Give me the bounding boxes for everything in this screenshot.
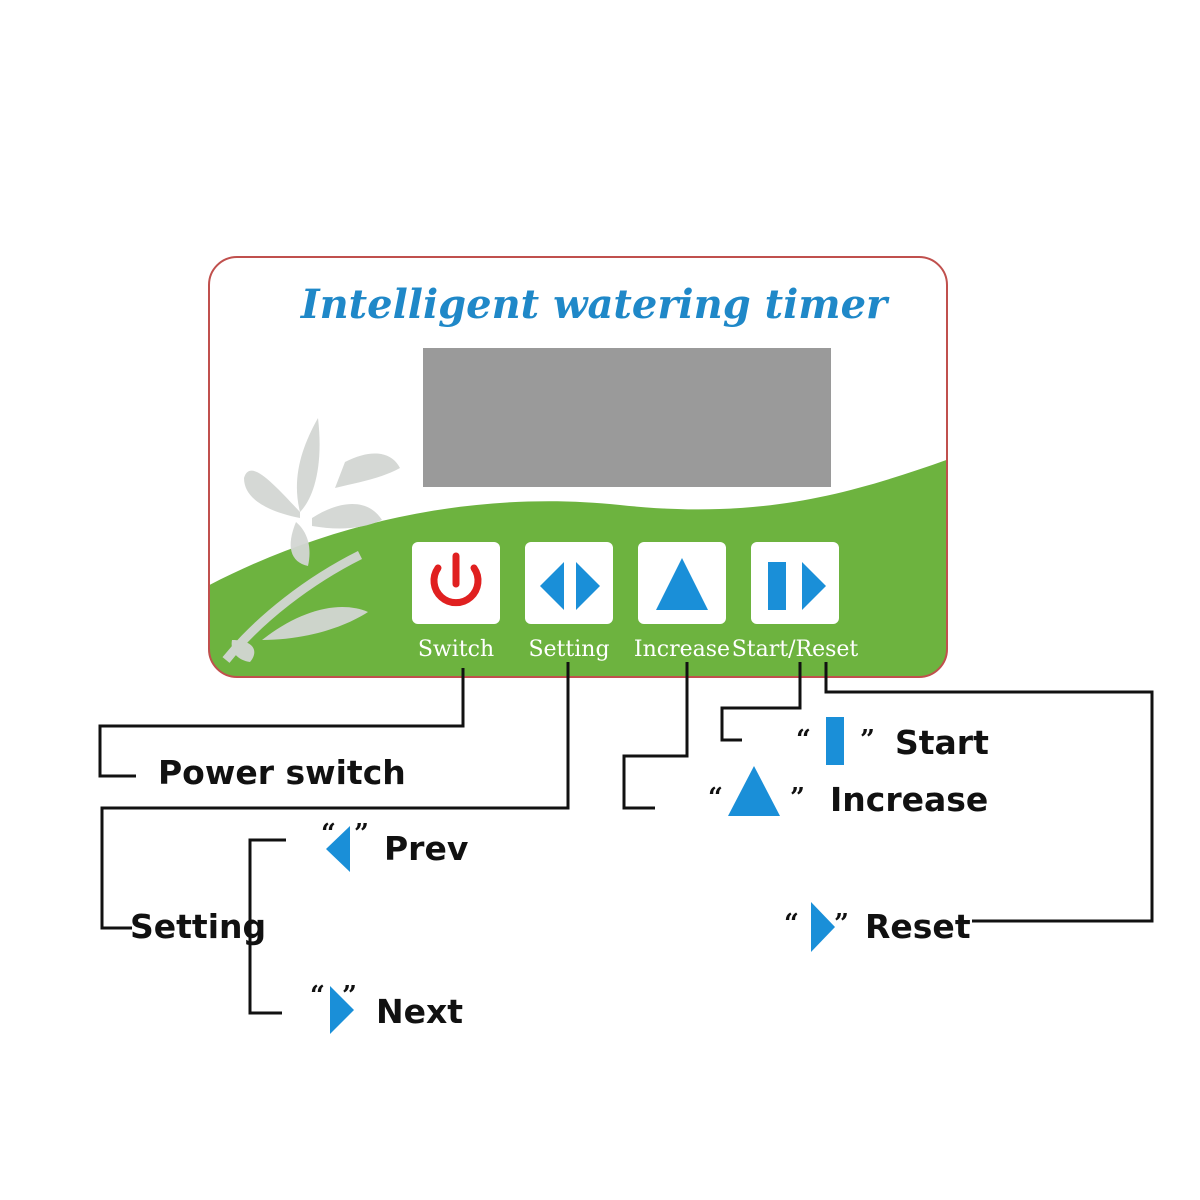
quote-close: ” (860, 725, 875, 755)
leader-increase (622, 662, 689, 810)
callout-start: Start (895, 723, 989, 762)
up-triangle-icon (656, 558, 708, 610)
quote-open: “ (310, 981, 325, 1011)
quote-open: “ (784, 909, 799, 939)
increase-label: Increase (634, 637, 730, 662)
control-panel: Intelligent watering timer Switch Settin… (208, 256, 948, 678)
right-triangle-icon (811, 902, 835, 952)
setting-label: Setting (528, 637, 609, 662)
quote-close: ” (354, 819, 369, 849)
callout-reset-group: “ ” Reset (784, 902, 971, 952)
setting-button[interactable] (525, 542, 613, 624)
lily-flower-icon (222, 418, 400, 663)
callout-increase-group: “ ” Increase (708, 766, 988, 819)
callout-prev-group: “ ” Prev (321, 819, 469, 872)
callout-next-group: “ ” Next (310, 981, 463, 1034)
quote-open: “ (708, 783, 723, 813)
bar-icon (826, 717, 844, 765)
quote-open: “ (321, 819, 336, 849)
callout-power-switch: Power switch (158, 753, 406, 792)
callout-next: Next (376, 992, 463, 1031)
switch-label: Switch (418, 637, 494, 662)
power-icon (430, 552, 482, 607)
switch-button[interactable] (412, 542, 500, 624)
callout-prev: Prev (384, 829, 469, 868)
left-triangle-icon (326, 826, 350, 872)
lcd-screen (423, 348, 831, 487)
start-reset-label: Start/Reset (732, 637, 859, 662)
quote-close: ” (834, 909, 849, 939)
up-triangle-icon (728, 766, 780, 816)
leader-lines (98, 662, 1154, 1015)
callout-reset: Reset (865, 907, 971, 946)
left-right-arrows-icon (540, 562, 600, 610)
leader-start (720, 662, 802, 742)
leader-power (98, 668, 465, 778)
quote-close: ” (342, 981, 357, 1011)
panel-border (208, 256, 948, 678)
leader-setting (100, 662, 570, 930)
increase-button[interactable] (638, 542, 726, 624)
panel-title: Intelligent watering timer (300, 281, 890, 328)
start-reset-button[interactable] (751, 542, 839, 624)
bar-right-triangle-icon (768, 562, 826, 610)
leader-reset (824, 662, 1154, 923)
quote-close: ” (790, 783, 805, 813)
callout-start-group: “ ” Start (796, 717, 989, 765)
right-triangle-icon (330, 986, 354, 1034)
leader-prev-next (248, 838, 286, 1015)
quote-open: “ (796, 725, 811, 755)
callout-increase: Increase (830, 780, 988, 819)
callout-setting: Setting (130, 907, 266, 946)
